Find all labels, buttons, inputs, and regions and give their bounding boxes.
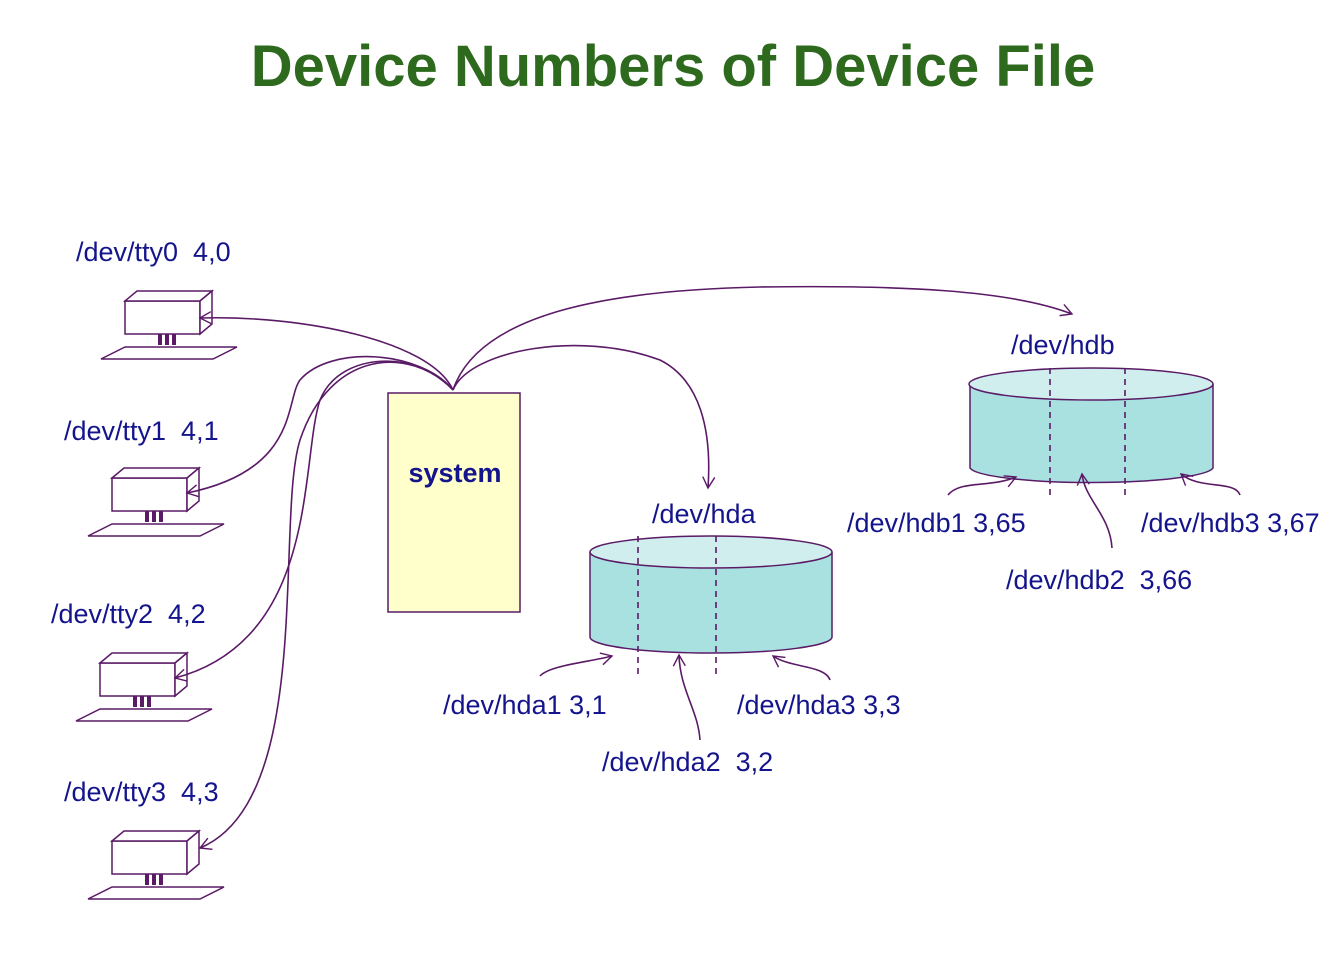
- arrow-system-to-hdb: [452, 285, 1074, 391]
- arrow-hda1: [539, 652, 614, 677]
- partition-hdb1-label: /dev/hdb1 3,65: [847, 508, 1026, 538]
- disk-hdb-label: /dev/hdb: [1011, 330, 1115, 360]
- terminal-tty2-icon: [75, 652, 213, 722]
- system-box: [387, 392, 521, 613]
- partition-hda2-label: /dev/hda2 3,2: [602, 747, 773, 777]
- partition-hdb2-label: /dev/hdb2 3,66: [1006, 565, 1192, 595]
- terminal-tty0-label: /dev/tty0 4,0: [76, 237, 231, 267]
- arrow-system-to-tty0: [198, 311, 454, 391]
- terminal-tty0-icon: [100, 290, 238, 360]
- terminal-tty3-icon: [87, 830, 225, 900]
- disk-hda-label: /dev/hda: [652, 499, 757, 529]
- partition-hda1-label: /dev/hda1 3,1: [443, 690, 607, 720]
- arrow-hda2: [672, 653, 701, 741]
- disk-hdb-icon: [968, 367, 1214, 500]
- arrow-hdb2: [1076, 472, 1113, 549]
- system-label: system: [408, 458, 501, 488]
- page-title: Device Numbers of Device File: [251, 34, 1096, 99]
- terminal-tty3-label: /dev/tty3 4,3: [64, 777, 219, 807]
- arrow-system-to-hda: [452, 344, 716, 490]
- terminal-tty1-label: /dev/tty1 4,1: [64, 416, 219, 446]
- terminal-tty2-label: /dev/tty2 4,2: [51, 599, 206, 629]
- partition-hda3-label: /dev/hda3 3,3: [737, 690, 901, 720]
- disk-hda-icon: [589, 535, 833, 678]
- arrow-hdb3: [1179, 473, 1241, 496]
- terminal-tty1-icon: [87, 467, 225, 537]
- arrow-hda3: [771, 655, 831, 681]
- arrow-system-to-tty1: [185, 355, 454, 498]
- arrow-hdb1: [947, 475, 1018, 496]
- arrow-system-to-tty3: [198, 361, 454, 850]
- partition-hdb3-label: /dev/hdb3 3,67: [1141, 508, 1320, 538]
